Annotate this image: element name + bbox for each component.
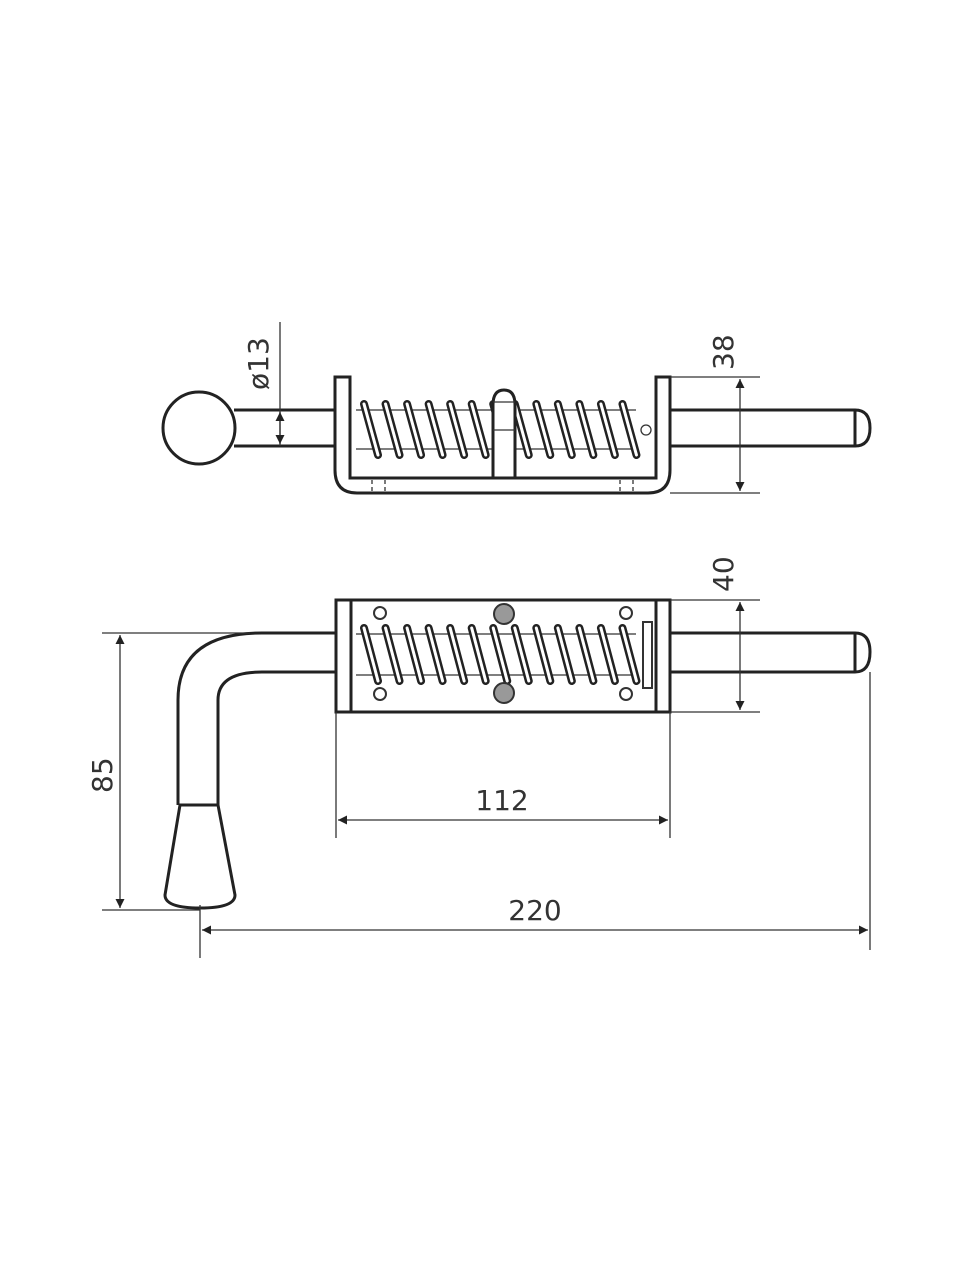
- pin-rod-left: [234, 408, 335, 448]
- screw-hole: [373, 687, 387, 701]
- dim-220-label: 220: [508, 894, 561, 927]
- spring-coil: [362, 402, 380, 457]
- mounting-plate: [334, 598, 672, 714]
- spring-coil: [491, 626, 509, 683]
- grip: [163, 803, 237, 910]
- knob: [161, 390, 237, 466]
- spring-coil: [384, 626, 402, 683]
- dim-85-label: 85: [86, 757, 119, 793]
- bracket: [333, 375, 672, 495]
- stop-washer: [642, 621, 653, 689]
- spring-coil: [448, 626, 466, 683]
- spring-coil: [556, 402, 574, 457]
- spring-coil: [513, 626, 531, 683]
- spring-coil: [470, 626, 488, 683]
- spring-coil: [620, 626, 638, 683]
- front-view: 40 85 112 220: [86, 556, 872, 958]
- dim-diameter-label: ø13: [242, 337, 275, 390]
- spring-coil: [405, 626, 423, 683]
- spring: [356, 624, 641, 685]
- spring-coil: [448, 402, 466, 457]
- screw-hole: [619, 687, 633, 701]
- spring-coil: [384, 402, 402, 457]
- top-view: ø13 38: [161, 322, 872, 495]
- screw-hole: [619, 606, 633, 620]
- spring-coil: [577, 626, 595, 683]
- rivet: [640, 424, 652, 436]
- spring: [356, 400, 641, 459]
- spring-coil: [405, 402, 423, 457]
- spring-coil: [427, 402, 445, 457]
- spring-coil: [599, 626, 617, 683]
- dim-38-label: 38: [707, 334, 740, 370]
- bolt: [493, 603, 515, 625]
- pin-rod-right: [670, 631, 872, 674]
- center-pin: [491, 388, 517, 480]
- pin-rod-right: [670, 408, 872, 448]
- spring-coil: [534, 402, 552, 457]
- spring-coil: [427, 626, 445, 683]
- spring-coil: [362, 626, 380, 683]
- screw-hole: [373, 606, 387, 620]
- dim-40-label: 40: [707, 556, 740, 592]
- dim-112-label: 112: [475, 784, 528, 817]
- spring-coil: [620, 402, 638, 457]
- spring-coil: [599, 402, 617, 457]
- hidden-lines: [371, 480, 634, 493]
- spring-coil: [534, 626, 552, 683]
- bolt: [493, 682, 515, 704]
- spring-coil: [470, 402, 488, 457]
- spring-coil: [556, 626, 574, 683]
- handle: [176, 631, 336, 805]
- spring-coil: [513, 402, 531, 457]
- spring-coil: [577, 402, 595, 457]
